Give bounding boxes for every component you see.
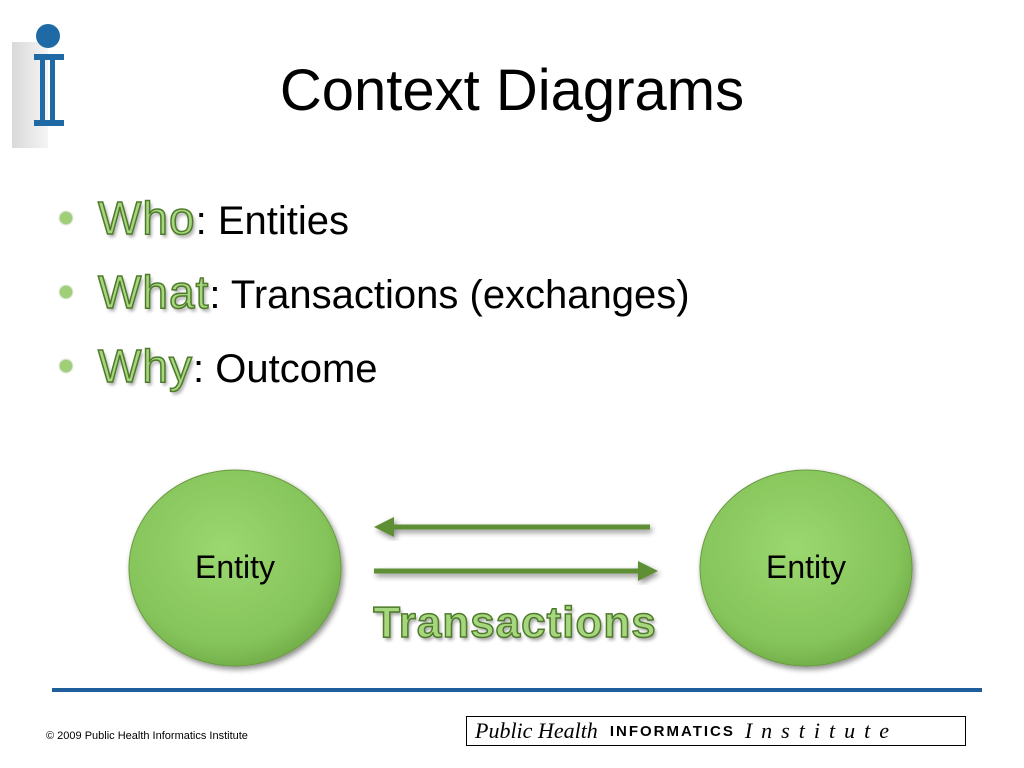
entity-right-label: Entity — [765, 549, 847, 585]
bullet-keyword: Why — [97, 339, 193, 393]
bullet-text: : Entities — [195, 199, 349, 243]
entity-right-circle — [699, 469, 913, 667]
context-diagram: Entity Entity Transactions — [0, 460, 1024, 690]
copyright-text: © 2009 Public Health Informatics Institu… — [46, 730, 248, 742]
bullet-keyword: Who — [97, 191, 196, 245]
org-name-part: Public Health — [475, 718, 598, 743]
bullet-dot-icon — [60, 286, 72, 298]
bullet-body: What: Transactions (exchanges) — [97, 264, 690, 323]
bullet-dot-icon — [60, 360, 72, 372]
bullet-text: : Outcome — [193, 347, 378, 391]
org-name-part: Institute — [744, 718, 898, 743]
slide-title: Context Diagrams — [279, 58, 745, 123]
bullet-dot-icon — [60, 212, 72, 224]
bullet-body: Why: Outcome — [97, 338, 378, 397]
bullet-text: : Transactions (exchanges) — [209, 273, 690, 317]
arrow-left-icon — [374, 517, 650, 537]
footer-divider — [52, 688, 982, 692]
transactions-label: Transactions — [373, 597, 657, 648]
bullet-keyword: What — [97, 265, 210, 319]
arrow-right-icon — [374, 561, 658, 581]
org-name-part: INFORMATICS — [609, 722, 735, 740]
org-logo-banner: Public Health INFORMATICS Institute — [466, 716, 966, 746]
entity-left-circle — [128, 469, 342, 667]
bullet-body: Who: Entities — [97, 190, 349, 249]
entity-left-label: Entity — [194, 549, 276, 585]
info-i-icon — [10, 20, 70, 150]
